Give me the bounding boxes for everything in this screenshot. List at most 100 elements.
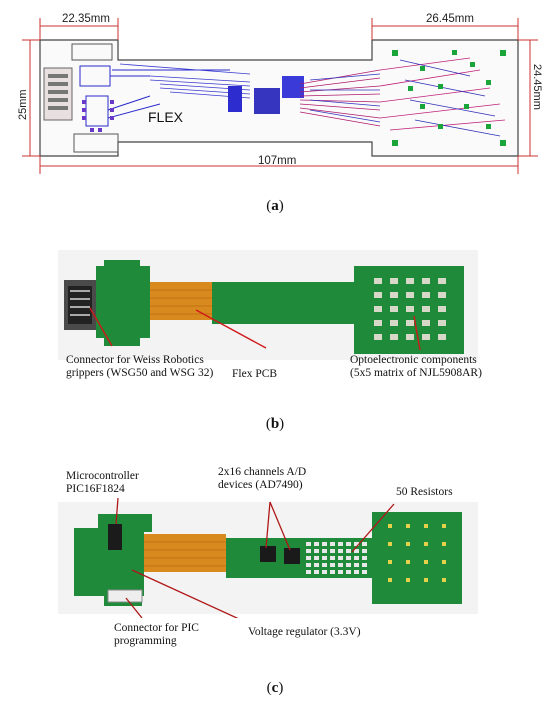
opto-component: [406, 292, 414, 298]
pad: [388, 578, 392, 582]
panel-c-photo: Microcontroller PIC16F1824 2x16 channels…: [0, 458, 550, 668]
pad: [406, 560, 410, 564]
resistor: [362, 549, 367, 553]
resistor: [314, 542, 319, 546]
label-microcontroller: Microcontroller PIC16F1824: [66, 470, 139, 496]
label-adc-line1: 2x16 channels A/D: [218, 466, 307, 478]
pad: [406, 578, 410, 582]
label-adc-line2: devices (AD7490): [218, 479, 303, 491]
resistor: [338, 556, 343, 560]
pad: [442, 542, 446, 546]
caption-a-letter: a: [271, 198, 279, 214]
pad: [406, 542, 410, 546]
dim-left-height: 25mm: [17, 89, 29, 120]
opto-component: [438, 278, 446, 284]
resistor: [354, 570, 359, 574]
pad: [424, 578, 428, 582]
resistor: [346, 549, 351, 553]
resistor: [306, 542, 311, 546]
caption-a: (a): [266, 198, 284, 214]
opto-component: [422, 306, 430, 312]
opto-component: [438, 306, 446, 312]
label-pic-conn-line2: programming: [114, 635, 177, 647]
resistor: [354, 556, 359, 560]
opto-component: [390, 292, 398, 298]
label-connector-weiss: Connector for Weiss Robotics grippers (W…: [66, 354, 213, 380]
pad: [388, 524, 392, 528]
opto-component: [374, 320, 382, 326]
label-flex-pcb: Flex PCB: [232, 368, 278, 380]
resistor: [346, 556, 351, 560]
opto-component: [374, 306, 382, 312]
opto-component: [438, 334, 446, 340]
resistor: [306, 549, 311, 553]
resistor: [330, 556, 335, 560]
label-resistors: 50 Resistors: [396, 486, 453, 498]
opto-component: [422, 278, 430, 284]
label-pic-conn-line1: Connector for PIC: [114, 622, 199, 634]
sensor-photo: [58, 250, 478, 360]
dim-right-height: 24.45mm: [531, 64, 543, 110]
resistor: [346, 563, 351, 567]
pad: [424, 560, 428, 564]
pad: [388, 542, 392, 546]
resistor: [330, 549, 335, 553]
label-mcu-line2: PIC16F1824: [66, 483, 125, 495]
resistor: [362, 542, 367, 546]
opto-component: [422, 292, 430, 298]
pad: [424, 542, 428, 546]
resistor: [306, 556, 311, 560]
resistor: [322, 556, 327, 560]
resistor: [338, 570, 343, 574]
resistor: [314, 563, 319, 567]
resistor: [314, 556, 319, 560]
resistor: [314, 549, 319, 553]
opto-component: [374, 278, 382, 284]
caption-c-letter: c: [271, 680, 279, 696]
opto-component: [422, 334, 430, 340]
pad: [442, 560, 446, 564]
opto-component: [438, 292, 446, 298]
resistor: [322, 549, 327, 553]
resistor: [362, 563, 367, 567]
label-mcu-line1: Microcontroller: [66, 470, 139, 482]
pad: [442, 524, 446, 528]
panel-b-photo: Connector for Weiss Robotics grippers (W…: [0, 248, 550, 408]
resistor: [314, 570, 319, 574]
resistor: [354, 563, 359, 567]
dim-left-width: 22.35mm: [62, 13, 110, 25]
pad: [424, 524, 428, 528]
resistor: [346, 570, 351, 574]
resistor-array: [306, 542, 367, 574]
resistor: [338, 549, 343, 553]
pad: [406, 524, 410, 528]
label-voltage-regulator: Voltage regulator (3.3V): [248, 626, 361, 638]
resistor: [354, 542, 359, 546]
label-connector-weiss-line2: grippers (WSG50 and WSG 32): [66, 367, 214, 379]
opto-component: [406, 278, 414, 284]
label-opto-line2: (5x5 matrix of NJL5908AR): [350, 367, 482, 379]
caption-b-letter: b: [270, 416, 280, 432]
resistor: [322, 563, 327, 567]
resistor: [354, 549, 359, 553]
opto-component: [406, 306, 414, 312]
opto-component: [406, 320, 414, 326]
dim-total-length: 107mm: [258, 155, 296, 167]
pad-matrix: [388, 524, 446, 582]
flex-label: FLEX: [148, 109, 184, 125]
panel-a-layout: FLEX 22.35mm 26.45mm 107mm 25mm 24.45mm: [0, 0, 550, 200]
opto-component: [390, 334, 398, 340]
resistor: [330, 542, 335, 546]
opto-component: [390, 320, 398, 326]
pad: [442, 578, 446, 582]
resistor: [330, 563, 335, 567]
pcb-layout-drawing: FLEX 22.35mm 26.45mm 107mm 25mm 24.45mm: [17, 13, 543, 174]
resistor: [306, 570, 311, 574]
opto-matrix: [374, 278, 446, 340]
resistor: [330, 570, 335, 574]
resistor: [362, 556, 367, 560]
label-opto-line1: Optoelectronic components: [350, 354, 477, 366]
resistor: [362, 570, 367, 574]
label-adc: 2x16 channels A/D devices (AD7490): [218, 466, 306, 492]
label-connector-weiss-line1: Connector for Weiss Robotics: [66, 354, 204, 366]
